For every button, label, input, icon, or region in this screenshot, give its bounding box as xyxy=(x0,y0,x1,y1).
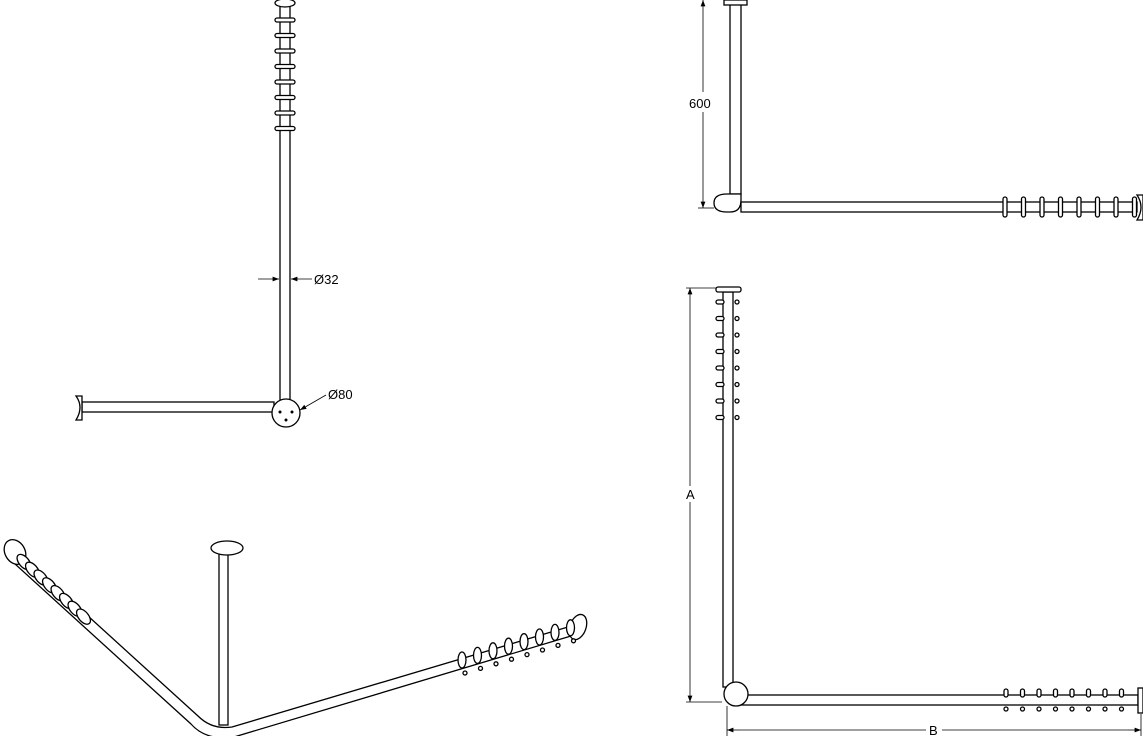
elbow xyxy=(713,193,742,213)
curtain-ring xyxy=(1036,706,1042,712)
ceiling-flange xyxy=(271,398,301,428)
height-600-label: 600 xyxy=(689,96,711,111)
horizontal-rod xyxy=(739,694,1139,706)
curtain-ring xyxy=(493,661,499,667)
curtain-ring xyxy=(715,299,725,305)
elevation-view-top-right xyxy=(698,0,1143,221)
length-b-label: B xyxy=(929,723,938,736)
plan-view-top-left xyxy=(74,0,327,428)
curtain-rings xyxy=(1002,196,1138,218)
curtain-ring xyxy=(1131,196,1138,218)
curtain-ring xyxy=(1102,706,1108,712)
curtain-rings xyxy=(715,299,1125,712)
plan-view-bottom-right xyxy=(686,286,1143,736)
curtain-ring xyxy=(555,642,561,649)
curtain-ring xyxy=(715,332,725,338)
wall-flange xyxy=(1137,687,1143,714)
curtain-ring xyxy=(1057,196,1064,218)
curtain-ring xyxy=(1019,688,1026,698)
wall-flange xyxy=(1135,194,1143,221)
curtain-rings xyxy=(16,553,577,676)
curtain-ring xyxy=(508,656,515,662)
curtain-ring xyxy=(715,315,725,322)
curtain-ring xyxy=(734,299,740,305)
curtain-ring xyxy=(457,651,467,669)
tube-diameter-label: Ø32 xyxy=(314,272,339,287)
curtain-ring xyxy=(734,365,740,371)
curtain-ring xyxy=(1020,196,1027,218)
curtain-rings xyxy=(274,0,296,132)
curtain-ring xyxy=(274,32,296,39)
curtain-ring xyxy=(734,381,740,388)
curtain-ring xyxy=(1003,706,1009,712)
curtain-ring xyxy=(1085,706,1092,712)
curtain-ring xyxy=(477,665,484,672)
ceiling-flange xyxy=(210,540,244,556)
curtain-ring xyxy=(1019,706,1026,712)
curtain-ring xyxy=(734,398,740,404)
curtain-ring xyxy=(503,637,514,655)
curtain-ring xyxy=(274,125,296,132)
curtain-ring xyxy=(1085,688,1092,698)
curtain-ring xyxy=(274,79,296,85)
curtain-ring xyxy=(1069,706,1075,712)
leader-line xyxy=(299,394,327,411)
curtain-ring xyxy=(1003,688,1009,698)
curtain-ring xyxy=(462,670,468,676)
wall-flange xyxy=(715,286,742,293)
curtain-ring xyxy=(472,646,483,665)
curtain-ring xyxy=(1052,688,1059,698)
curtain-ring xyxy=(1076,196,1082,218)
length-a-label: A xyxy=(686,487,695,502)
curtain-ring xyxy=(274,17,296,23)
curtain-ring xyxy=(1113,196,1119,218)
curtain-ring xyxy=(75,608,92,625)
curtain-ring xyxy=(1002,196,1008,218)
vertical-rod xyxy=(279,0,291,401)
curtain-ring xyxy=(274,110,296,116)
curtain-ring xyxy=(534,628,545,646)
curtain-ring xyxy=(734,348,740,355)
curtain-ring xyxy=(274,63,296,70)
curtain-ring xyxy=(488,642,498,660)
vertical-rod xyxy=(729,3,742,195)
curtain-ring xyxy=(1118,706,1125,712)
horizontal-rod xyxy=(81,401,275,413)
ceiling-rod xyxy=(218,548,229,726)
curtain-ring xyxy=(1052,706,1059,712)
curtain-ring xyxy=(550,623,560,642)
curtain-ring xyxy=(715,414,725,421)
curtain-ring xyxy=(1036,688,1042,698)
curtain-ring xyxy=(565,619,576,637)
curtain-ring xyxy=(274,0,296,8)
wall-flange xyxy=(74,395,83,421)
curtain-ring xyxy=(274,94,296,101)
curtain-ring xyxy=(715,381,725,388)
curtain-ring xyxy=(1118,688,1125,698)
ceiling-flange xyxy=(723,0,748,6)
curtain-ring xyxy=(715,348,725,355)
curtain-ring xyxy=(1102,688,1108,698)
isometric-view xyxy=(3,539,588,736)
curtain-ring xyxy=(1039,196,1045,218)
curtain-ring xyxy=(734,414,740,421)
curtain-ring xyxy=(274,48,296,54)
ceiling-flange xyxy=(723,681,749,707)
curtain-ring xyxy=(734,315,740,322)
curtain-ring xyxy=(570,638,577,644)
curtain-ring xyxy=(715,365,725,371)
curtain-ring xyxy=(539,647,546,653)
curtain-ring xyxy=(734,332,740,338)
flange-diameter-label: Ø80 xyxy=(328,387,353,402)
curtain-ring xyxy=(524,651,530,658)
curtain-ring xyxy=(1094,196,1101,218)
curtain-ring xyxy=(1069,688,1075,698)
curtain-ring xyxy=(715,398,725,404)
curtain-ring xyxy=(519,632,529,651)
